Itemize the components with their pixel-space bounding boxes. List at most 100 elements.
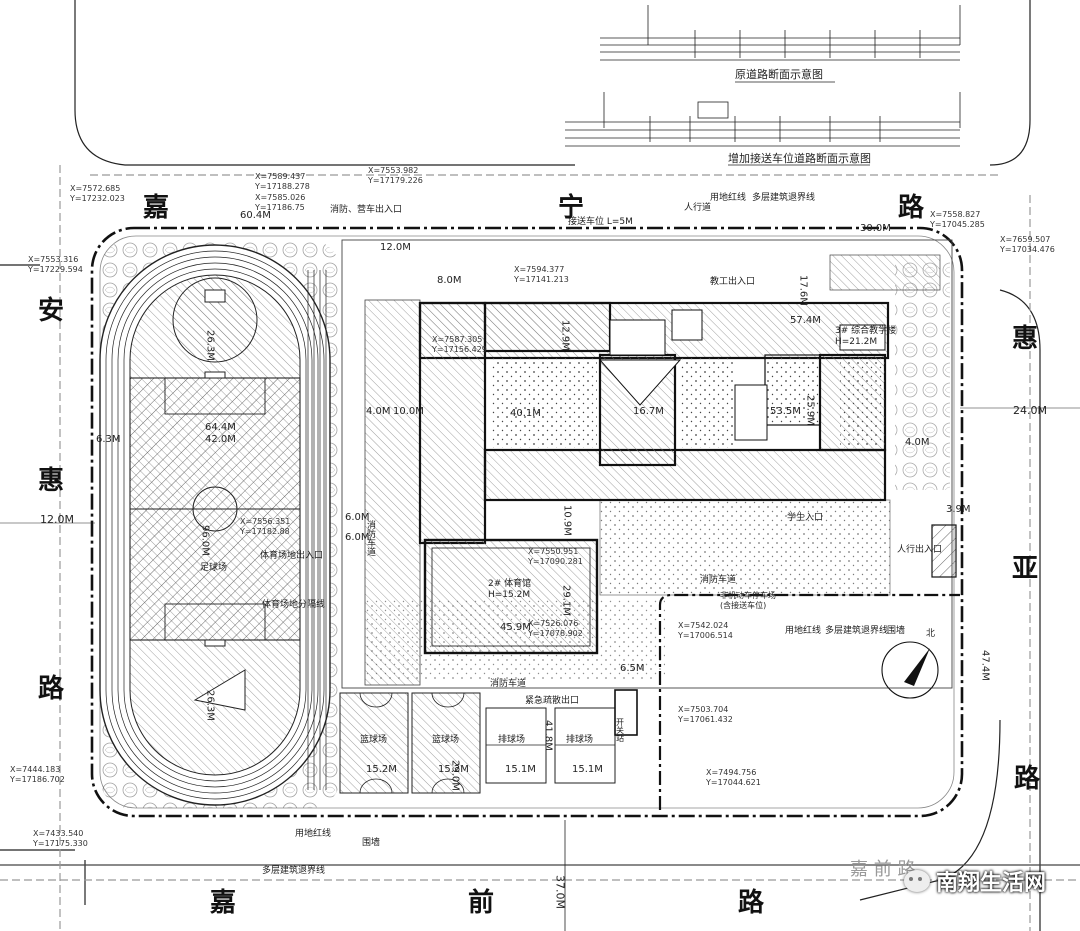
svg-text:X=7553.982: X=7553.982 [368,166,418,175]
svg-text:Y=17090.281: Y=17090.281 [527,557,583,566]
svg-text:X=7589.437: X=7589.437 [255,172,305,181]
gym-height: H=15.2M [488,590,530,600]
svg-text:25.9M: 25.9M [805,395,816,426]
svg-text:Y=17061.432: Y=17061.432 [677,715,733,724]
pedestrian-entry-label: 人行出入口 [897,543,942,555]
svg-text:X=7550.951: X=7550.951 [528,547,578,556]
wechat-icon [903,870,930,892]
svg-text:8.0M: 8.0M [437,275,462,286]
land-line-bottom-label: 用地红线 [295,827,331,839]
svg-text:6.5M: 6.5M [620,663,645,674]
svg-text:10.9M: 10.9M [562,505,573,536]
track-entry-label: 体育场地出入口 [260,549,323,561]
road-width-bottom: 37.0M [554,875,567,909]
svg-text:Y=17179.226: Y=17179.226 [367,176,423,185]
svg-text:17.6M: 17.6M [798,275,809,306]
svg-text:X=7556.351: X=7556.351 [240,517,290,526]
svg-text:12.0M: 12.0M [380,242,411,253]
road-bottom-char-3: 路 [738,888,765,918]
bottom-road-faint: 嘉 前 路 [850,859,915,880]
svg-text:4.0M: 4.0M [905,437,930,448]
svg-text:40.1M: 40.1M [510,408,541,419]
wall-bottom-label: 围墙 [362,836,380,848]
volleyball-2-label: 排球场 [566,733,593,745]
road-left-char-2: 惠 [38,466,65,496]
fire-road-label-3: 消防车道 [365,519,376,557]
setback-bottom-label: 多层建筑退界线 [262,864,325,876]
gymnasium [423,538,599,655]
road-right-char-1: 惠 [1012,324,1039,354]
svg-text:Y=17175.330: Y=17175.330 [32,839,88,848]
running-track [99,244,331,806]
svg-text:X=7659.507: X=7659.507 [1000,235,1050,244]
road-top-char-2: 宁 [558,193,585,223]
courtyard-2 [680,358,735,448]
gym-label: 2# 体育馆 [488,577,531,589]
svg-text:15.1M: 15.1M [505,764,536,775]
svg-text:Y=17186.702: Y=17186.702 [9,775,65,784]
complex-label: 3# 综合教学楼 [835,324,896,336]
fire-entry-label: 消防、营车出入口 [330,203,402,215]
watermark-text: 南翔生活网 [935,871,1046,896]
staff-entry-label: 教工出入口 [710,275,755,287]
svg-text:Y=17229.594: Y=17229.594 [27,265,83,274]
road-left-char-1: 安 [38,296,65,326]
svg-text:15.2M: 15.2M [438,764,469,775]
svg-text:42.0M: 42.0M [205,434,236,445]
svg-text:6.0M: 6.0M [345,532,370,543]
svg-text:X=7585.026: X=7585.026 [255,193,305,202]
emergency-exit-label: 紧急疏散出口 [525,694,579,706]
wall-right-label: 围墙 [887,624,905,636]
road-top-char-1: 嘉 [143,193,170,223]
pedestrian-gate [931,524,957,578]
entry-plaza [599,499,891,596]
basketball-1-label: 篮球场 [360,733,387,745]
stop-line-label: 接送车位 L=5M [568,215,633,227]
fire-road-label-2: 消防车道 [700,573,736,585]
svg-text:Y=17078.902: Y=17078.902 [527,629,583,638]
courts [339,692,616,794]
svg-text:X=7494.756: X=7494.756 [706,768,756,777]
road-right-char-3: 路 [1014,764,1041,794]
svg-text:26.3M: 26.3M [205,690,216,721]
svg-text:3.9M: 3.9M [946,504,971,515]
svg-text:Y=17188.278: Y=17188.278 [254,182,310,191]
complex-height: H=21.2M [835,337,877,347]
svg-text:X=7444.183: X=7444.183 [10,765,60,774]
svg-text:15.2M: 15.2M [366,764,397,775]
svg-text:X=7558.827: X=7558.827 [930,210,980,219]
svg-text:X=7553.316: X=7553.316 [28,255,78,264]
parking-note2: (含接送车位) [720,600,766,610]
road-section-added [565,92,961,147]
svg-text:64.4M: 64.4M [205,422,236,433]
switch-room [614,689,638,736]
svg-text:X=7433.540: X=7433.540 [33,829,83,838]
teaching-building-complex [418,301,890,545]
svg-text:45.9M: 45.9M [500,622,531,633]
road-width-right: 24.0M [1013,404,1047,417]
section-title-original: 原道路断面示意图 [735,67,823,81]
svg-text:X=7572.685: X=7572.685 [70,184,120,193]
svg-text:96.0M: 96.0M [200,525,211,556]
road-right-char-2: 亚 [1012,554,1039,584]
svg-text:X=7594.377: X=7594.377 [514,265,564,274]
svg-text:Y=17006.514: Y=17006.514 [677,631,733,640]
svg-text:26.3M: 26.3M [205,330,216,361]
svg-text:Y=17182.88: Y=17182.88 [239,527,290,536]
svg-text:Y=17034.476: Y=17034.476 [999,245,1055,254]
svg-text:60.4M: 60.4M [240,210,271,221]
svg-text:16.7M: 16.7M [633,406,664,417]
svg-text:29.0M: 29.0M [450,760,461,791]
land-line-top-label: 用地红线 [710,191,746,203]
switch-room-label: 开关站 [616,718,625,743]
volleyball-1-label: 排球场 [498,733,525,745]
east-green [895,260,950,490]
svg-text:10.0M: 10.0M [393,406,424,417]
svg-text:15.1M: 15.1M [572,764,603,775]
svg-text:Y=17156.429: Y=17156.429 [431,345,487,354]
student-entry-label: 学生入口 [787,511,823,523]
svg-text:53.5M: 53.5M [770,406,801,417]
setback-right-label: 多层建筑退界线 [825,624,888,636]
